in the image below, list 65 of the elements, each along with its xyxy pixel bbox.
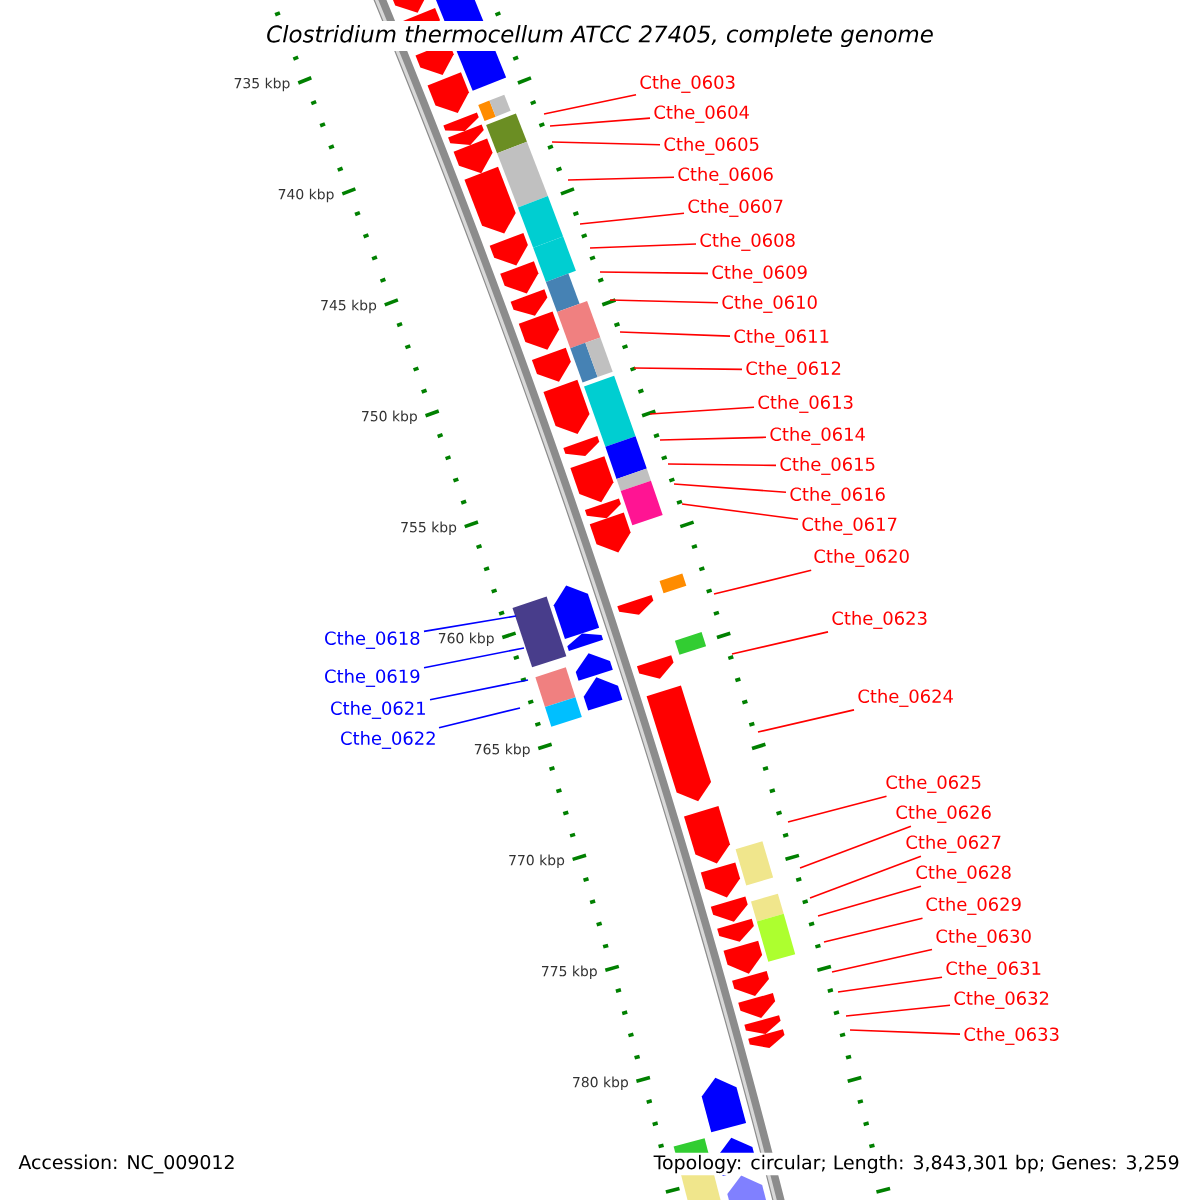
gene-label: Cthe_0621 xyxy=(331,701,425,719)
genome-info-text: Topology: circular; Length: 3,843,301 bp; Genes: 3,259 xyxy=(651,1152,1182,1176)
leader-line xyxy=(429,679,529,701)
leader-line xyxy=(831,948,933,973)
gene-label: Cthe_0608 xyxy=(700,233,795,251)
gene-label: Cthe_0630 xyxy=(936,929,1031,947)
gene-label: Cthe_0632 xyxy=(954,991,1049,1009)
leader-line xyxy=(619,331,731,337)
leader-line xyxy=(423,615,517,633)
gene-label: Cthe_0631 xyxy=(946,961,1041,979)
leader-line xyxy=(567,176,675,181)
gene-label: Cthe_0605 xyxy=(664,137,759,155)
gene-label: Cthe_0610 xyxy=(722,295,817,313)
gene-label: Cthe_0614 xyxy=(770,427,865,445)
gene-label: Cthe_0622 xyxy=(341,731,435,749)
leader-line xyxy=(837,976,943,993)
leader-line xyxy=(543,94,637,115)
leader-line xyxy=(649,406,755,415)
leader-line xyxy=(551,141,661,146)
gene-label: Cthe_0615 xyxy=(780,457,875,475)
leader-line xyxy=(667,463,777,467)
leader-line xyxy=(633,367,743,371)
gene-label: Cthe_0616 xyxy=(790,487,885,505)
gene-label: Cthe_0624 xyxy=(858,689,953,707)
leader-line xyxy=(823,917,924,943)
leader-line xyxy=(438,707,521,729)
gene-label: Cthe_0604 xyxy=(654,105,749,123)
gene-label: Cthe_0618 xyxy=(325,631,420,649)
leader-line xyxy=(799,825,912,869)
leader-line xyxy=(599,271,709,275)
leader-line xyxy=(589,243,697,249)
gene-label: Cthe_0633 xyxy=(964,1027,1059,1045)
leader-line xyxy=(423,647,525,669)
gene-label: Cthe_0613 xyxy=(758,395,853,413)
leader-line xyxy=(549,117,651,127)
leader-line xyxy=(809,855,922,899)
leader-line xyxy=(681,503,799,521)
leader-line xyxy=(731,631,829,655)
gene-label: Cthe_0623 xyxy=(832,611,927,629)
gene-label: Cthe_0620 xyxy=(814,549,909,567)
gene-label: Cthe_0606 xyxy=(678,167,773,185)
title: Clostridium thermocellum ATCC 27405, complete genome xyxy=(262,20,938,52)
gene-label: Cthe_0628 xyxy=(916,865,1011,883)
leader-line xyxy=(713,569,812,595)
gene-label: Cthe_0629 xyxy=(926,897,1021,915)
gene-label: Cthe_0619 xyxy=(325,669,420,687)
gene-label: Cthe_0627 xyxy=(906,835,1001,853)
leader-line xyxy=(849,1029,961,1035)
gene-label: Cthe_0626 xyxy=(896,805,991,823)
leader-line xyxy=(609,299,719,304)
leader-line xyxy=(579,212,685,225)
leader-line xyxy=(787,795,888,823)
gene-label: Cthe_0609 xyxy=(712,265,807,283)
leader-line xyxy=(757,709,855,733)
leader-line xyxy=(845,1004,951,1017)
gene-label: Cthe_0603 xyxy=(640,75,735,93)
leader-line xyxy=(673,483,787,494)
gene-label: Cthe_0607 xyxy=(688,199,783,217)
gene-label: Cthe_0625 xyxy=(886,775,981,793)
leader-line xyxy=(659,436,767,441)
gene-label: Cthe_0611 xyxy=(734,329,829,347)
gene-label: Cthe_0612 xyxy=(746,361,841,379)
gene-label: Cthe_0617 xyxy=(802,517,897,535)
accession-text: Accession: NC_009012 xyxy=(16,1152,238,1176)
leader-line xyxy=(817,885,922,917)
